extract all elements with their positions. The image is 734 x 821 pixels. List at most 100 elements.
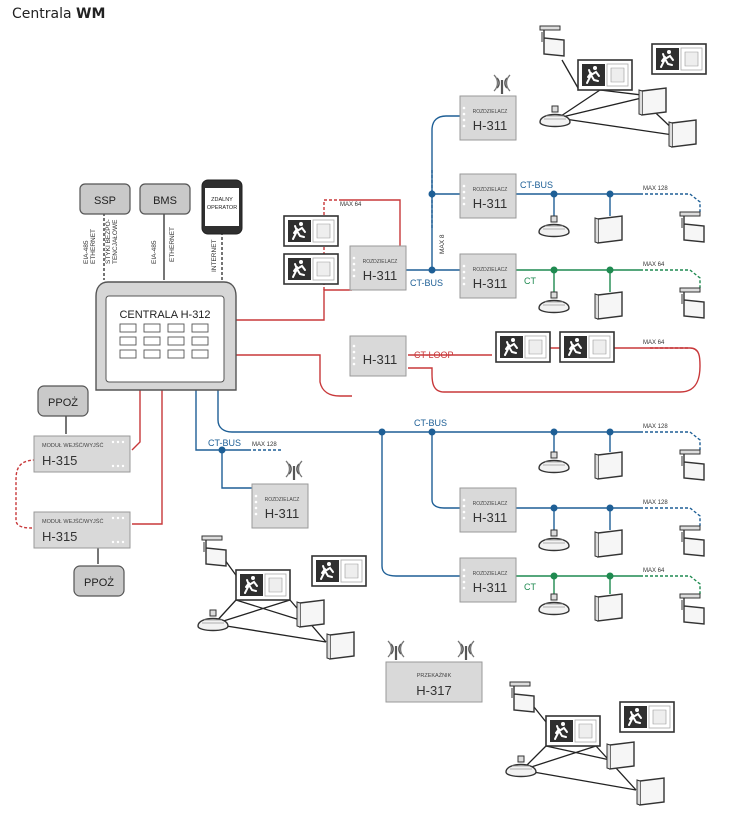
emergency-lamp-icon xyxy=(538,529,570,552)
ppoz-label: PPOŻ xyxy=(48,396,78,409)
exit-sign-icon xyxy=(545,715,601,747)
hanging-sign-icon xyxy=(679,449,705,481)
central-h312: CENTRALA H-312 xyxy=(95,281,237,391)
hanging-sign-icon xyxy=(201,535,227,567)
splitter-name: H-311 xyxy=(265,506,299,521)
splitter-sub: ROZDZIELACZ xyxy=(265,497,300,503)
label-eia485-ssp: EIA-485 xyxy=(83,240,90,264)
hanging-sign-icon xyxy=(679,525,705,557)
label-ctloop: CT-LOOP xyxy=(414,350,454,360)
label-ctbus-1: CT-BUS xyxy=(410,278,443,288)
label-ctbus-2: CT-BUS xyxy=(520,180,553,190)
hanging-sign-icon xyxy=(679,593,705,625)
splitter-sub: ROZDZIELACZ xyxy=(473,501,508,507)
title-bold: WM xyxy=(76,6,106,22)
module-sub: MODUŁ WEJŚĆ/WYJŚĆ xyxy=(42,441,103,449)
hanging-sign-icon xyxy=(679,287,705,319)
relay-sub: PRZEKAŹNIK xyxy=(417,672,452,679)
label-max64-3: MAX 64 xyxy=(643,340,665,346)
hanging-sign-icon xyxy=(509,681,535,713)
junctions xyxy=(218,190,614,580)
ppoz-bottom: PPOŻ xyxy=(73,565,125,597)
splitter-left-antenna: ROZDZIELACZ H-311 xyxy=(251,483,309,529)
emergency-panel-icon xyxy=(594,215,623,244)
antenna-icon xyxy=(456,639,476,662)
wireless-cluster-top xyxy=(557,59,681,137)
splitter-sub: ROZDZIELACZ xyxy=(473,187,508,193)
splitter-loop: H-311 xyxy=(349,335,407,377)
exit-sign-icon xyxy=(495,331,551,363)
relay-name: H-317 xyxy=(416,683,451,698)
splitter-name: H-311 xyxy=(473,276,507,291)
emergency-lamp-icon xyxy=(538,451,570,474)
exit-sign-icon xyxy=(651,43,707,75)
emergency-panel-icon xyxy=(594,451,623,480)
splitter-name: H-311 xyxy=(473,118,507,133)
splitter-red-top: ROZDZIELACZ H-311 xyxy=(349,245,407,291)
red-link-module2 xyxy=(132,390,163,525)
exit-sign-icon xyxy=(283,215,339,247)
label-max64-2: MAX 64 xyxy=(643,262,665,268)
label-max64-4: MAX 64 xyxy=(643,568,665,574)
exit-sign-icon xyxy=(283,253,339,285)
emergency-panel-icon xyxy=(594,291,623,320)
splitter-name: H-311 xyxy=(473,196,507,211)
label-ct-2: CT xyxy=(524,582,536,592)
emergency-panel-icon xyxy=(638,87,667,116)
splitter-sub: ROZDZIELACZ xyxy=(473,267,508,273)
bms-label: BMS xyxy=(153,195,177,207)
splitter-name: H-311 xyxy=(363,268,397,283)
red-link-splitter-top xyxy=(342,199,401,246)
label-ctbus-4: CT-BUS xyxy=(414,418,447,428)
hanging-sign-icon xyxy=(539,25,565,57)
title-prefix: Centrala xyxy=(12,6,77,22)
module-h315-top: MODUŁ WEJŚĆ/WYJŚĆ H-315 xyxy=(33,435,131,473)
red-link-upper-splitter xyxy=(232,289,352,321)
red-link-modules-dashed xyxy=(15,459,37,529)
bms-box: BMS xyxy=(139,183,191,215)
splitter-sub: ROZDZIELACZ xyxy=(473,571,508,577)
module-name: H-315 xyxy=(42,529,77,544)
red-link-module1 xyxy=(131,390,141,451)
ct-bus-upper xyxy=(406,115,462,271)
emergency-panel-icon xyxy=(326,631,355,660)
emergency-lamp-icon xyxy=(505,755,537,778)
phone-line2: OPERATOR xyxy=(207,205,237,211)
splitter-sub: ROZDZIELACZ xyxy=(363,259,398,265)
splitter-ct-lower: ROZDZIELACZ H-311 xyxy=(459,557,517,603)
label-max128-2: MAX 128 xyxy=(252,442,277,448)
label-eia485-bms: EIA-485 xyxy=(151,240,158,264)
emergency-panel-icon xyxy=(296,599,325,628)
splitter-ctbus-upper: ROZDZIELACZ H-311 xyxy=(459,173,517,219)
label-max64-1: MAX 64 xyxy=(340,202,362,208)
splitter-name: H-311 xyxy=(473,580,507,595)
exit-sign-icon xyxy=(559,331,615,363)
emergency-panel-icon xyxy=(636,777,665,806)
ct-bus-bottom xyxy=(217,390,640,433)
label-internet: INTERNET xyxy=(211,239,218,272)
emergency-lamp-icon xyxy=(538,215,570,238)
page-title: Centrala WM xyxy=(12,6,105,22)
emergency-panel-icon xyxy=(594,593,623,622)
splitter-sub: ROZDZIELACZ xyxy=(473,109,508,115)
hanging-sign-icon xyxy=(679,211,705,243)
central-keypad xyxy=(119,323,209,359)
splitter-ct-upper: ROZDZIELACZ H-311 xyxy=(459,253,517,299)
emergency-panel-icon xyxy=(594,529,623,558)
module-h315-bottom: MODUŁ WEJŚĆ/WYJŚĆ H-315 xyxy=(33,511,131,549)
splitter-name: H-311 xyxy=(473,510,507,525)
ct-loop-return xyxy=(408,347,701,393)
label-max128-3: MAX 128 xyxy=(643,424,668,430)
ppoz-top: PPOŻ xyxy=(37,385,89,417)
ssp-box: SSP xyxy=(79,183,131,215)
label-ctbus-3: CT-BUS xyxy=(208,438,241,448)
exit-sign-icon xyxy=(311,555,367,587)
exit-sign-icon xyxy=(235,569,291,601)
emergency-panel-icon xyxy=(668,119,697,148)
relay-h317: PRZEKAŹNIK H-317 xyxy=(385,661,483,703)
splitter-ctbus-lower: ROZDZIELACZ H-311 xyxy=(459,487,517,533)
emergency-lamp-icon xyxy=(538,291,570,314)
ppoz-label: PPOŻ xyxy=(84,576,114,589)
label-styki-a: STYKI BEZPO- xyxy=(105,219,112,264)
